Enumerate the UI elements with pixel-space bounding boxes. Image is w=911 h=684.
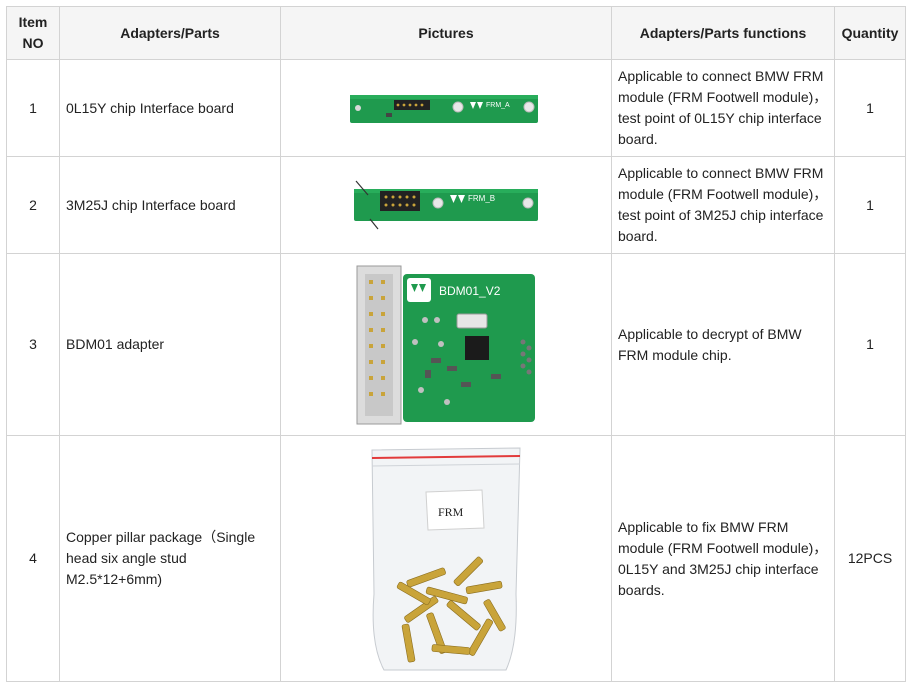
adapters-parts-table: Item NO Adapters/Parts Pictures Adapters… [6,6,906,682]
part-picture: BDM01_V2 [280,253,612,436]
part-function: Applicable to fix BMW FRM module (FRM Fo… [611,435,835,682]
copper-pillar-bag-photo: FRM [371,446,521,670]
part-name: 3M25J chip Interface board [59,156,281,254]
part-quantity: 1 [834,156,906,254]
part-function: Applicable to decrypt of BMW FRM module … [611,253,835,436]
board-silkscreen-label: FRM_A [486,102,510,109]
board-silkscreen-label: FRM_B [468,194,495,203]
header-row: Item NO Adapters/Parts Pictures Adapters… [6,6,906,60]
header-quantity: Quantity [834,6,906,60]
table-row: 1 0L15Y chip Interface board FRM [6,59,906,157]
part-name: Copper pillar package（Single head six an… [59,435,281,682]
board-silkscreen-label: BDM01_V2 [439,284,501,298]
part-picture: FRM [280,435,612,682]
header-pictures: Pictures [280,6,612,60]
frm-a-board-photo: FRM_A [350,95,538,123]
part-quantity: 1 [834,253,906,436]
item-number: 4 [6,435,60,682]
part-function: Applicable to connect BMW FRM module (FR… [611,156,835,254]
table-row: 4 Copper pillar package（Single head six … [6,435,906,682]
part-function: Applicable to connect BMW FRM module (FR… [611,59,835,157]
header-functions: Adapters/Parts functions [611,6,835,60]
part-name: 0L15Y chip Interface board [59,59,281,157]
item-number: 3 [6,253,60,436]
part-quantity: 12PCS [834,435,906,682]
part-quantity: 1 [834,59,906,157]
part-picture: FRM_A [280,59,612,157]
header-item-no: Item NO [6,6,60,60]
item-number: 2 [6,156,60,254]
table-row: 3 BDM01 adapter [6,253,906,436]
table-row: 2 3M25J chip Interface board [6,156,906,254]
part-picture: FRM_B [280,156,612,254]
bdm01-adapter-photo: BDM01_V2 [356,265,535,425]
frm-b-board-photo: FRM_B [354,180,538,230]
bag-label: FRM [438,505,464,519]
part-name: BDM01 adapter [59,253,281,436]
header-parts: Adapters/Parts [59,6,281,60]
item-number: 1 [6,59,60,157]
